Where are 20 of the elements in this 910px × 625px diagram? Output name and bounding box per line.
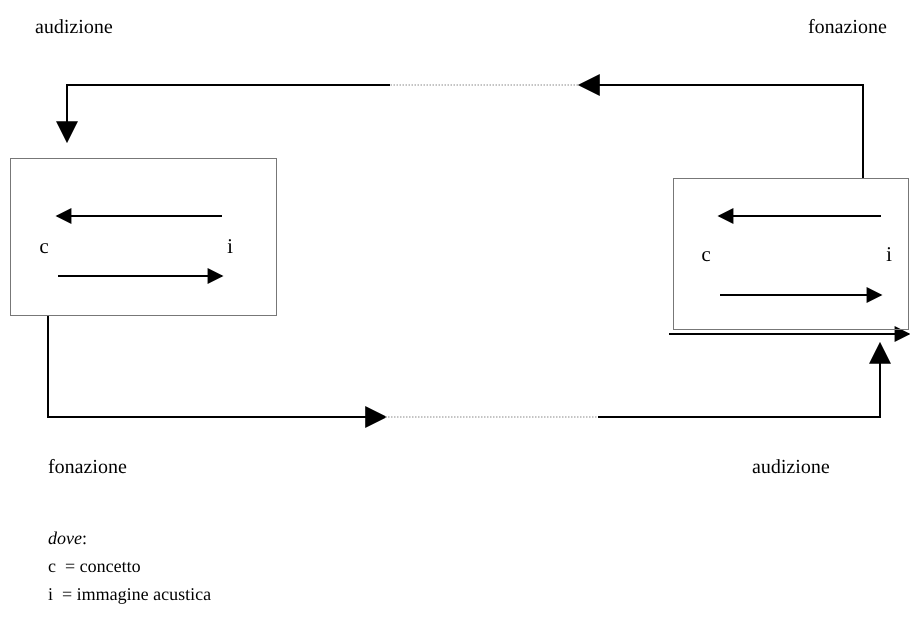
phase-label: fonazione: [48, 456, 127, 479]
phase-label: audizione: [35, 16, 113, 39]
arrow: [47, 316, 891, 428]
phase-label: audizione: [752, 456, 830, 479]
arrow: [58, 268, 224, 284]
mind-box: [673, 178, 909, 330]
key-entry: i = immagine acustica: [48, 584, 212, 605]
arrow: [720, 287, 883, 303]
arrow: [55, 208, 222, 224]
symbol-letter: i: [886, 242, 892, 266]
symbol-letter: c: [39, 234, 49, 259]
key-entry: c = concetto: [48, 556, 141, 577]
phase-label: fonazione: [808, 16, 887, 39]
arrow: [717, 208, 881, 224]
mind-box: [10, 158, 277, 316]
key-heading: dove:: [48, 528, 87, 549]
symbol-letter: i: [227, 234, 233, 259]
arrow: [56, 74, 864, 178]
arrow: [669, 326, 910, 342]
symbol-letter: c: [701, 242, 711, 266]
